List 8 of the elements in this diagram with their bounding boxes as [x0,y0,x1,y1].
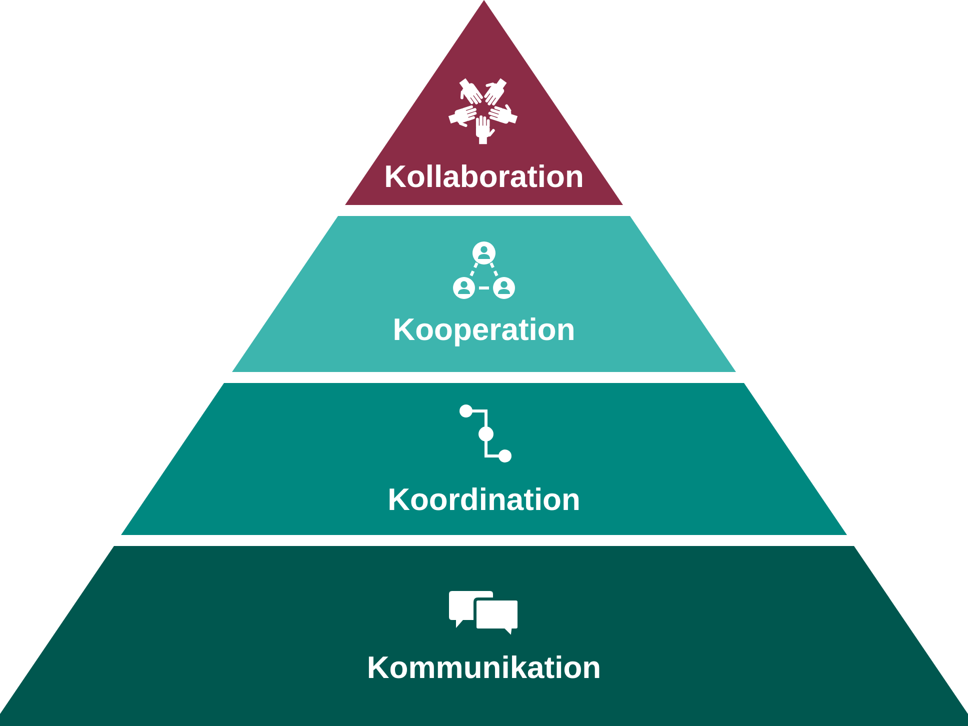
pyramid-tier [121,383,847,535]
tier-label: Kollaboration [384,159,584,195]
pyramid-tier [345,0,623,205]
tier-label: Koordination [388,482,580,518]
pyramid-tier [0,546,968,726]
pyramid-tier [232,216,736,372]
tier-label: Kommunikation [366,650,602,686]
tier-label: Kooperation [392,312,576,348]
